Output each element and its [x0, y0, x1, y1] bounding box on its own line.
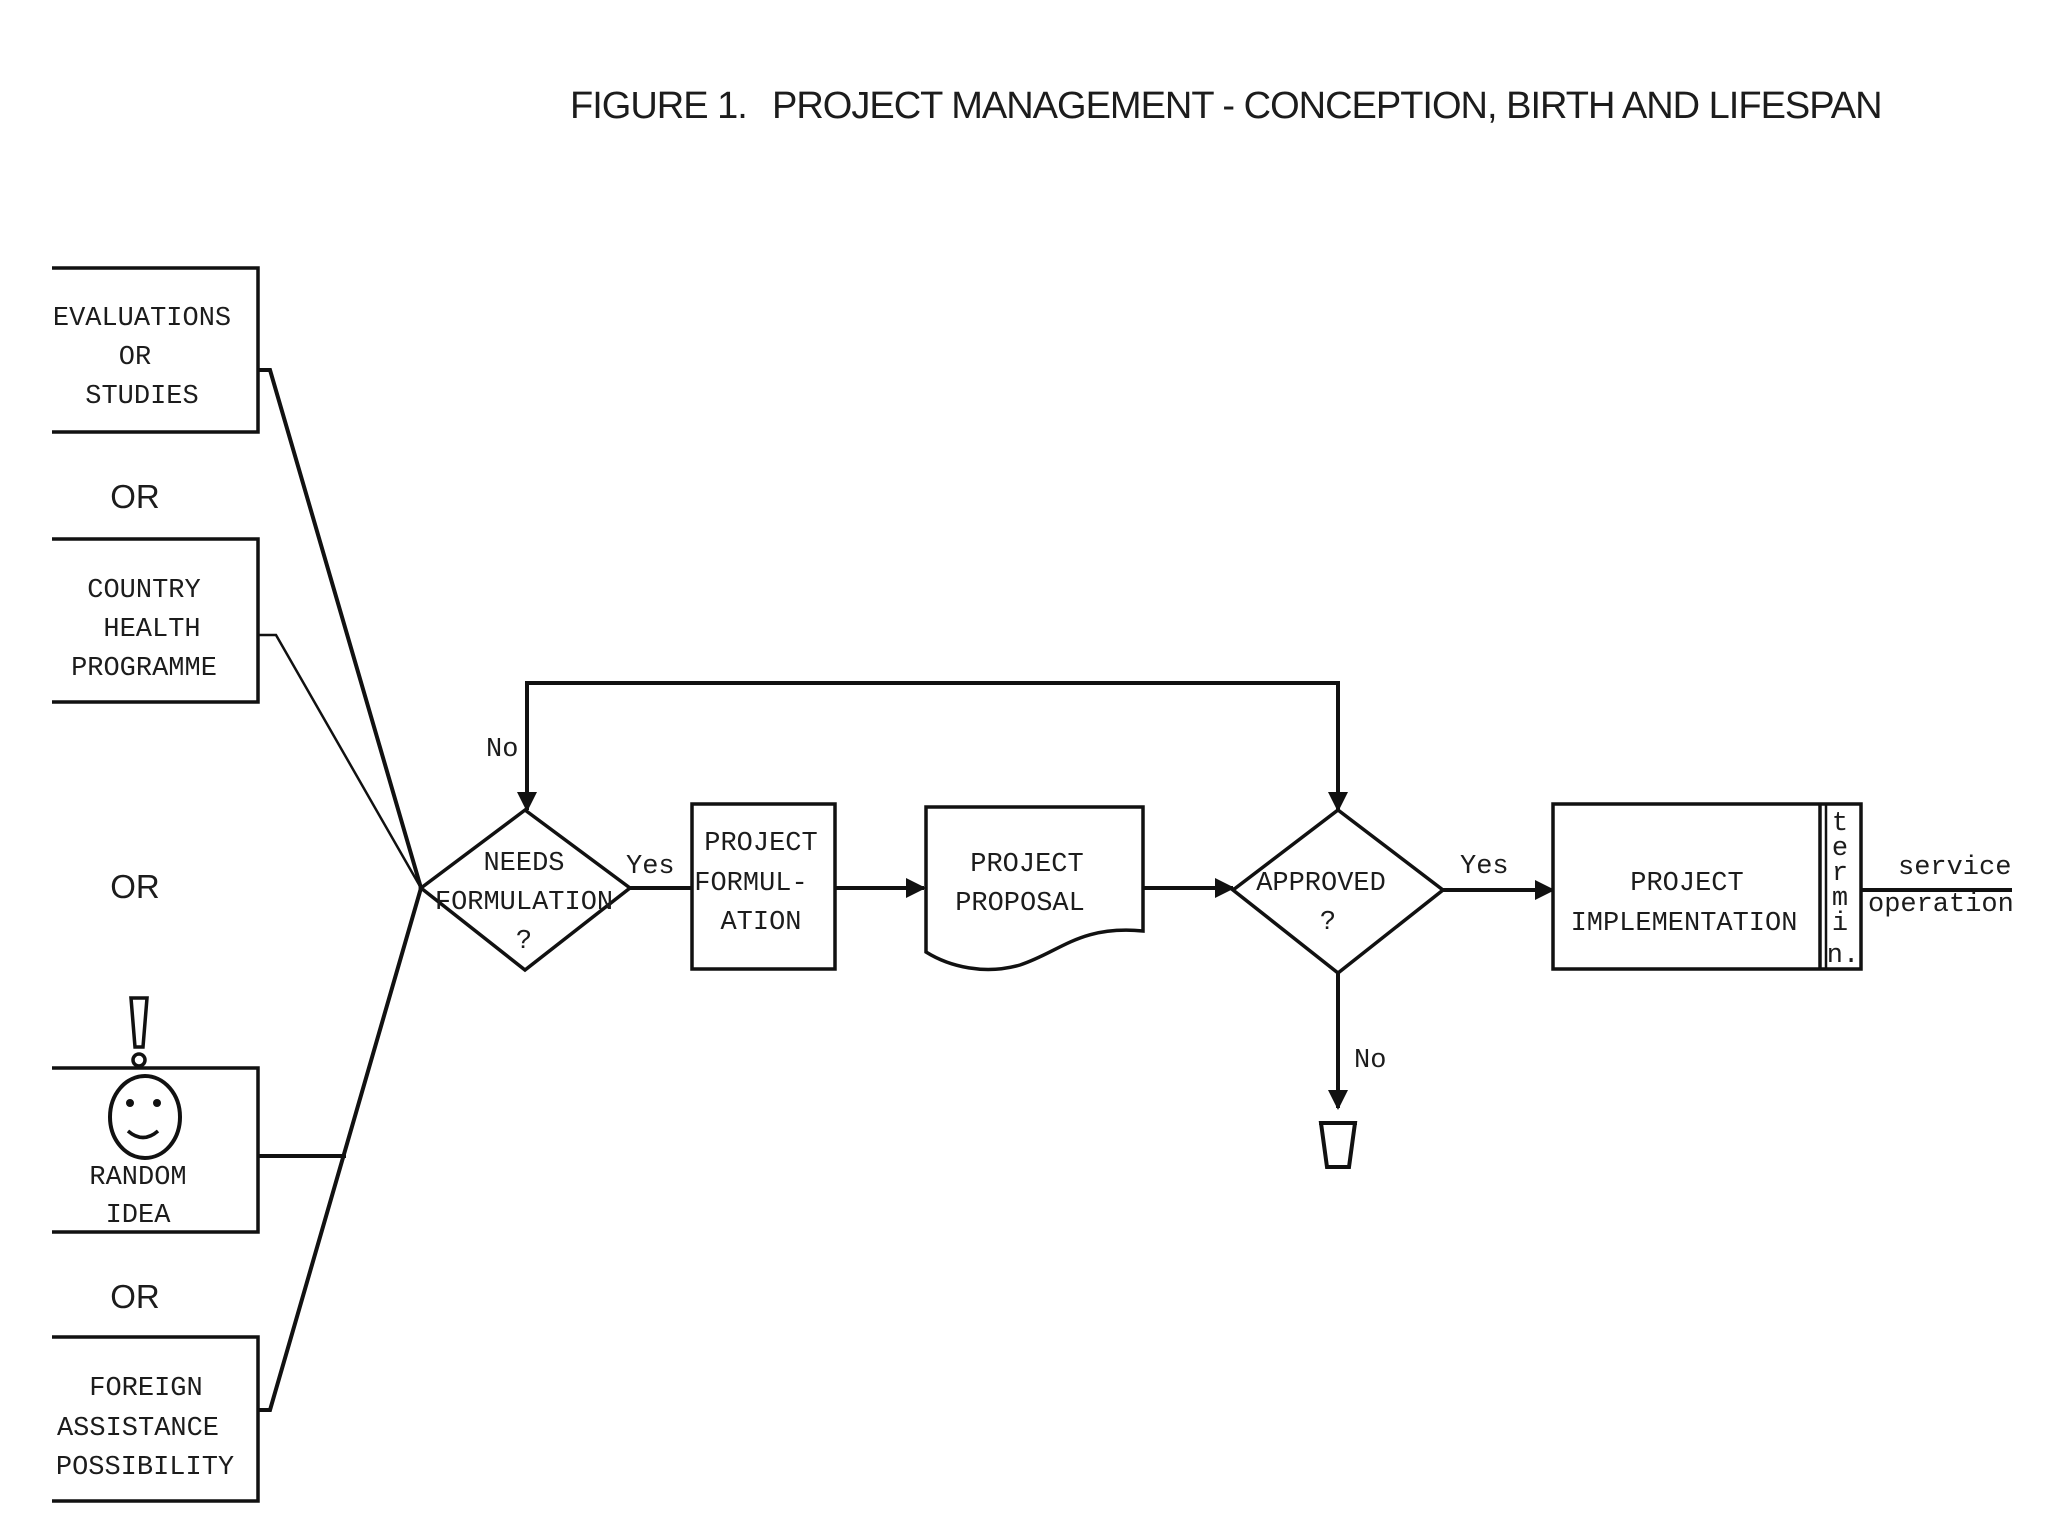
project-formulation-line-3: ATION [720, 908, 801, 938]
source-evaluations-line-1: EVALUATIONS [53, 304, 231, 334]
needs-formulation-no-label: No [486, 735, 518, 765]
or-label-3: OR [110, 1278, 160, 1315]
needs-formulation-yes-label: Yes [626, 852, 675, 882]
outcome-service-label: service [1898, 853, 2011, 883]
project-formulation-line-1: PROJECT [704, 829, 817, 859]
termination-label: t e r m i n. [1827, 809, 1859, 971]
project-proposal-line-1: PROJECT [970, 850, 1083, 880]
project-implementation-box: PROJECT IMPLEMENTATION [1551, 802, 1863, 971]
source-country-health-line-2: HEALTH [103, 615, 200, 645]
source-foreign-assistance-line-2: ASSISTANCE [57, 1414, 219, 1444]
figure-title-text: PROJECT MANAGEMENT - CONCEPTION, BIRTH A… [772, 85, 1882, 127]
source-foreign-assistance-line-1: FOREIGN [89, 1374, 202, 1404]
approved-no-label: No [1354, 1046, 1386, 1076]
project-implementation-line-2: IMPLEMENTATION [1571, 909, 1798, 939]
source-connectors [258, 368, 423, 1412]
project-formulation-box: PROJECT FORMUL- ATION [690, 802, 837, 971]
needs-formulation-line-2: FORMULATION [435, 888, 613, 918]
waste-bin-icon [1318, 1121, 1358, 1169]
approved-line-2: ? [1320, 908, 1336, 938]
or-label-1: OR [110, 478, 160, 515]
termin-letter-1: t [1832, 809, 1848, 839]
approved-decision: APPROVED ? [1230, 807, 1446, 976]
feedback-loop-connector [517, 681, 1348, 812]
exclamation-icon [129, 996, 149, 1068]
termin-letter-3: r [1832, 859, 1848, 889]
figure-number: FIGURE 1. [570, 85, 747, 127]
random-idea-line-1: RANDOM [89, 1163, 186, 1193]
outcome-operation-label: operation [1868, 890, 2014, 920]
termin-letter-4: m [1832, 884, 1848, 914]
source-country-health-box: COUNTRY HEALTH PROGRAMME [52, 537, 260, 704]
project-formulation-line-2: FORMUL- [694, 869, 807, 899]
source-foreign-assistance-line-3: POSSIBILITY [56, 1453, 234, 1483]
figure-title: FIGURE 1. PROJECT MANAGEMENT - CONCEPTIO… [570, 85, 1883, 127]
termin-letter-2: e [1832, 834, 1848, 864]
source-country-health-line-1: COUNTRY [87, 576, 200, 606]
source-evaluations-box: EVALUATIONS OR STUDIES [52, 266, 260, 434]
needs-formulation-decision: NEEDS FORMULATION ? [418, 807, 633, 973]
source-foreign-assistance-box: FOREIGN ASSISTANCE POSSIBILITY [52, 1335, 260, 1503]
project-proposal-line-2: PROPOSAL [955, 889, 1085, 919]
approved-yes-label: Yes [1460, 852, 1509, 882]
smiley-face-icon [108, 1074, 182, 1160]
needs-formulation-line-1: NEEDS [483, 849, 564, 879]
needs-formulation-line-3: ? [516, 927, 532, 957]
project-implementation-line-1: PROJECT [1630, 869, 1743, 899]
termin-letter-5: i [1832, 909, 1848, 939]
approved-line-1: APPROVED [1256, 869, 1386, 899]
termin-letter-6: n. [1827, 941, 1859, 971]
project-proposal-document: PROJECT PROPOSAL [924, 805, 1145, 972]
source-evaluations-line-3: STUDIES [85, 382, 198, 412]
source-evaluations-line-2: OR [119, 343, 151, 373]
or-label-2: OR [110, 868, 160, 905]
random-idea-line-2: IDEA [106, 1201, 172, 1231]
source-country-health-line-3: PROGRAMME [71, 654, 217, 684]
